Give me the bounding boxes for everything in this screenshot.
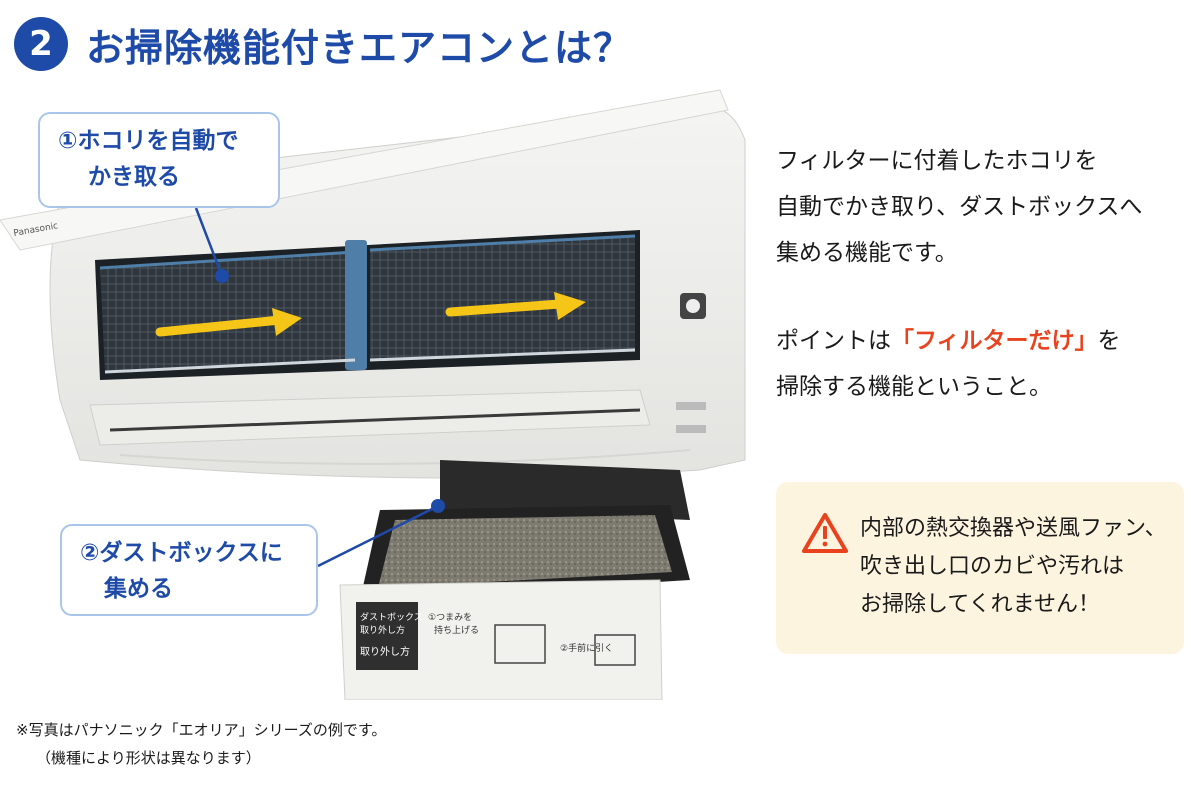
box-label-step1a: ①つまみを [428,612,472,623]
section-header: 2 お掃除機能付きエアコンとは？ [14,14,632,74]
desc-line-2: 自動でかき取り、ダストボックスへ [776,194,1143,220]
warning-text: 内部の熱交換器や送風ファン、 吹き出し口のカビや汚れは お掃除してくれません！ [860,510,1180,624]
callout-1-line2: かき取る [88,163,180,190]
callout-2-line1: ②ダストボックスに [80,540,283,566]
arrow-right-icon [445,292,586,320]
callout-1-line1: ①ホコリを自動で [58,128,239,154]
box-label-step1b: 持ち上げる [434,624,479,636]
desc-point-emphasis: 「フィルターだけ」 [891,328,1098,354]
warning-box: 内部の熱交換器や送風ファン、 吹き出し口のカビや汚れは お掃除してくれません！ [776,482,1184,654]
box-label-title2: 取り外し方 [360,624,405,636]
box-label-title3: 取り外し方 [360,645,410,658]
warning-line-2: 吹き出し口のカビや汚れは [860,554,1125,579]
footnote-line-1: ※写真はパナソニック「エオリア」シリーズの例です。 [16,721,387,739]
section-number-badge: 2 [14,17,68,71]
page-title: お掃除機能付きエアコンとは？ [86,25,633,70]
box-label-step2: ②手前に引く [560,642,613,654]
desc-point-line2: 掃除する機能ということ。 [776,374,1052,400]
callout-dust-scraping: ①ホコリを自動で かき取る [38,112,280,208]
footnote-line-2: （機種により形状は異なります） [36,749,261,767]
callout-dust-box: ②ダストボックスに 集める [60,524,318,616]
desc-line-3: 集める機能です。 [776,240,958,266]
desc-point-line: ポイントは「フィルターだけ」を [776,318,1186,364]
callout-2-line2: 集める [104,575,173,602]
box-label-title1: ダストボックス [360,611,423,623]
arrow-right-icon [155,308,302,337]
warning-line-1: 内部の熱交換器や送風ファン、 [860,516,1167,541]
desc-point-prefix: ポイントは [776,328,891,354]
desc-point-suffix: を [1097,328,1121,354]
footnote: ※写真はパナソニック「エオリア」シリーズの例です。 （機種により形状は異なります… [16,716,386,772]
warning-triangle-icon [802,513,848,553]
desc-line-1: フィルターに付着したホコリを [776,148,1098,174]
warning-line-3: お掃除してくれません！ [860,592,1101,617]
description-text: フィルターに付着したホコリを 自動でかき取り、ダストボックスへ 集める機能です。… [776,138,1186,410]
